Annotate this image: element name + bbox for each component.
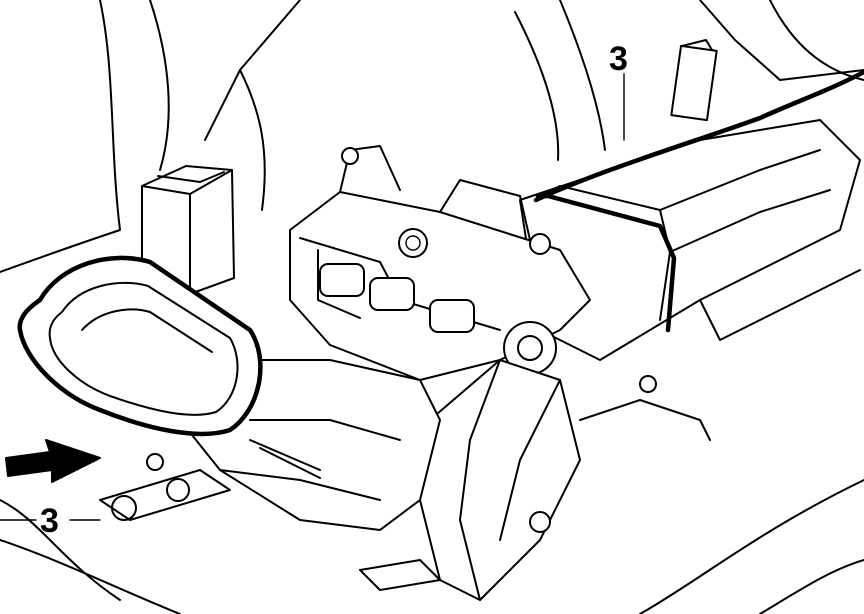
mounting-bracket xyxy=(289,145,591,381)
callout-label-bottom: 3 xyxy=(40,502,59,540)
sealing-tape-band xyxy=(535,193,677,333)
arrow-right-icon xyxy=(5,439,101,483)
sealing-tape xyxy=(533,69,864,203)
retainer-block xyxy=(141,165,235,295)
bolts xyxy=(99,453,231,521)
callout-label-top: 3 xyxy=(609,40,628,78)
support-leg xyxy=(359,359,711,601)
air-duct xyxy=(519,39,861,361)
gasket xyxy=(17,255,263,437)
